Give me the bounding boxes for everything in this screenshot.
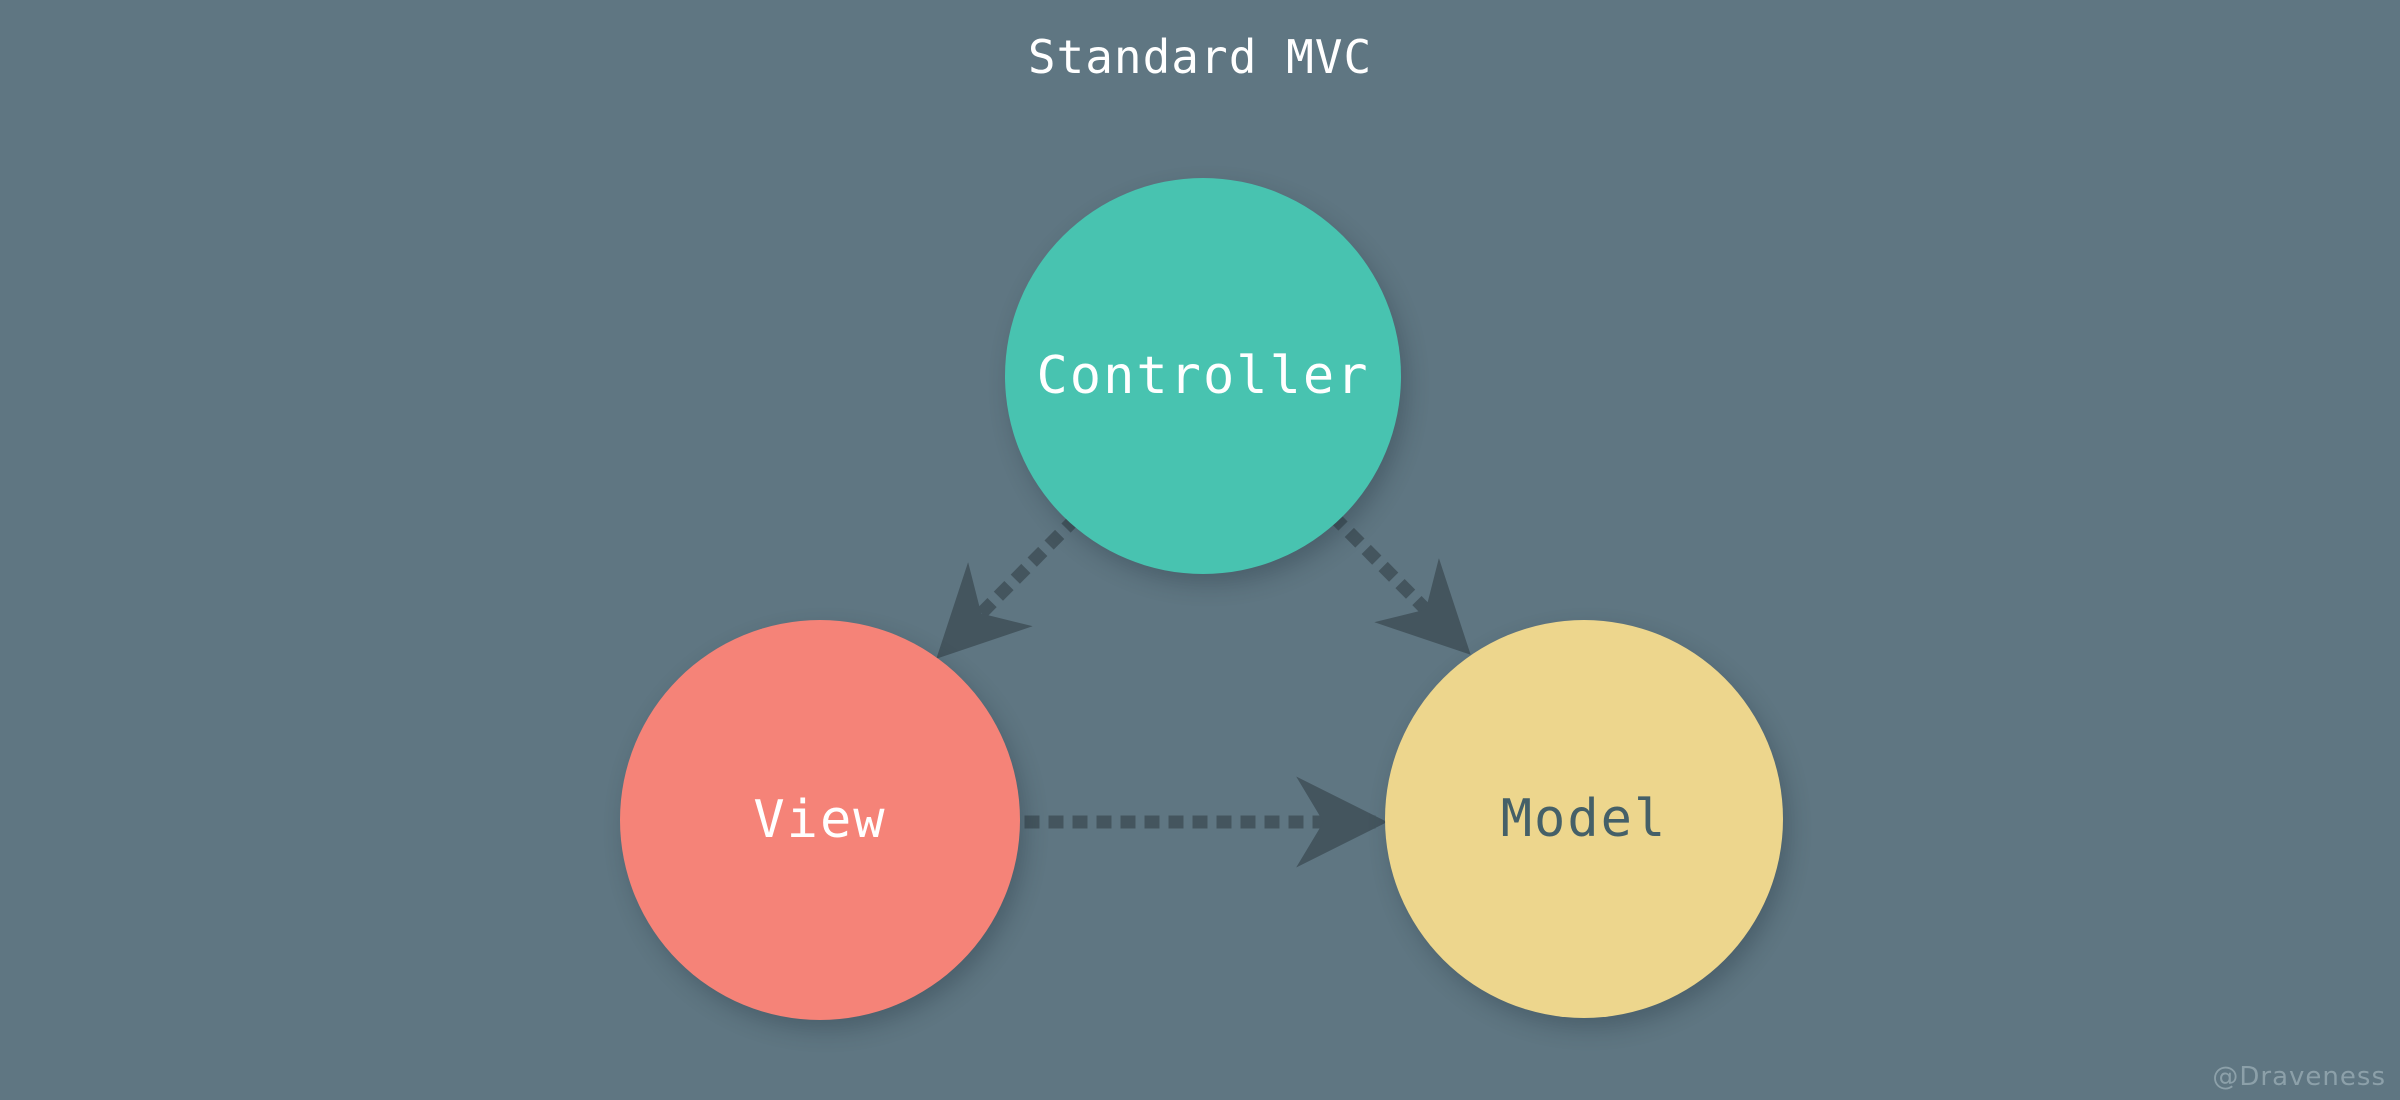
node-model[interactable]: Model	[1385, 620, 1783, 1018]
edge-controller-to-view	[936, 512, 1082, 659]
page-title: Standard MVC	[1027, 30, 1373, 84]
node-controller[interactable]: Controller	[1005, 178, 1401, 574]
node-view[interactable]: View	[620, 620, 1020, 1020]
edge-controller-to-model	[1327, 510, 1471, 655]
node-view-label: View	[753, 790, 887, 850]
node-model-label: Model	[1500, 789, 1668, 849]
node-controller-label: Controller	[1036, 346, 1370, 406]
watermark: @Draveness	[2212, 1062, 2386, 1092]
